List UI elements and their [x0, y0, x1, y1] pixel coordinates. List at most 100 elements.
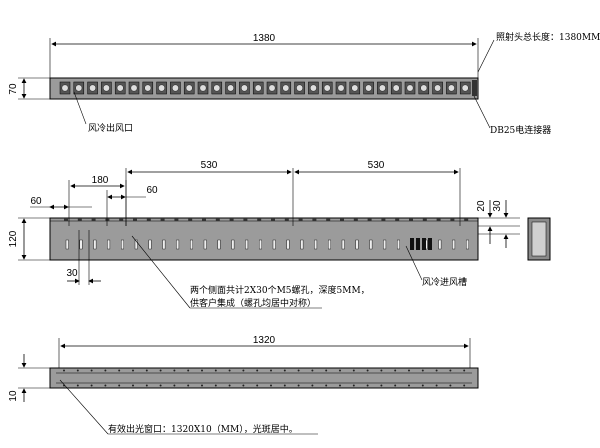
mounting-hole: [380, 369, 383, 372]
mounting-hole: [173, 369, 176, 372]
fan-icon: [434, 84, 441, 92]
screw-hole: [257, 218, 262, 221]
inlet-slot: [383, 239, 387, 250]
inlet-slot: [245, 239, 249, 250]
fan-icon: [158, 84, 166, 92]
mounting-hole: [421, 384, 424, 387]
screw-hole: [381, 218, 386, 221]
mounting-hole: [297, 369, 300, 372]
mounting-hole: [408, 369, 410, 372]
screw-hole: [146, 218, 151, 221]
inlet-slot: [452, 239, 456, 250]
label-window: 有效出光窗口：1320X10（MM），光斑居中。: [108, 423, 298, 435]
mounting-hole: [463, 369, 466, 372]
label-outlet: 风冷出风口: [88, 122, 133, 134]
mounting-hole: [173, 384, 176, 387]
dim-180: 180: [92, 175, 109, 186]
mounting-hole: [394, 384, 397, 387]
fan-icon: [392, 84, 400, 92]
mounting-hole: [228, 369, 231, 372]
mounting-hole: [283, 369, 286, 372]
fan-icon: [378, 84, 386, 92]
mounting-hole: [132, 384, 134, 387]
fan-icon: [240, 84, 248, 92]
mounting-hole: [76, 369, 79, 372]
mounting-hole: [297, 384, 300, 387]
dim-window-length: 1320: [253, 335, 276, 346]
mounting-hole: [104, 384, 107, 387]
screw-hole: [326, 218, 331, 221]
mounting-hole: [242, 384, 245, 387]
mounting-hole: [311, 369, 314, 372]
leader-line: [73, 91, 87, 125]
mounting-hole: [394, 369, 397, 372]
mounting-hole: [435, 384, 438, 387]
mounting-hole: [449, 384, 452, 387]
screw-hole: [464, 218, 469, 221]
mounting-hole: [145, 369, 148, 372]
screw-hole: [367, 218, 372, 221]
screw-hole: [243, 218, 248, 221]
fan-icon: [130, 84, 138, 92]
inlet-slot: [272, 239, 276, 250]
mounting-hole: [311, 384, 314, 387]
inlet-slot: [355, 239, 359, 250]
fan-icon: [420, 84, 428, 92]
inlet-slot: [369, 239, 373, 250]
mounting-hole: [90, 384, 93, 387]
fan-icon: [75, 84, 83, 92]
mounting-hole: [352, 384, 355, 387]
leader-line: [473, 95, 491, 129]
top-view: 1380 70 风冷出风口 照射头总长度：1380MM DB25电连接器: [8, 31, 600, 136]
fan-icon: [254, 84, 262, 92]
fan-icon: [323, 84, 331, 92]
fan-icon: [103, 84, 110, 92]
screw-hole: [160, 218, 165, 221]
fan-icon: [227, 84, 235, 92]
inlet-slot: [397, 239, 400, 250]
mounting-hole: [339, 369, 341, 372]
inlet-slot: [217, 239, 221, 250]
fan-icon: [282, 84, 290, 92]
fan-icon: [351, 84, 359, 92]
inlet-slot: [300, 239, 304, 250]
mounting-hole: [118, 369, 121, 372]
inlet-slot: [162, 239, 166, 250]
inlet-slot: [93, 239, 97, 250]
fan-icon: [337, 84, 345, 92]
dim-30: 30: [66, 268, 78, 279]
fan-icon: [309, 84, 317, 92]
fan-icon: [61, 84, 69, 92]
dim-20: 20: [476, 200, 487, 212]
inlet-slot: [466, 239, 469, 250]
mounting-hole: [242, 369, 245, 372]
mounting-hole: [366, 384, 369, 387]
inlet-slot: [328, 239, 331, 250]
dim-total-length: 1380: [253, 33, 276, 44]
mounting-hole: [76, 384, 79, 387]
screw-hole: [215, 218, 220, 221]
mounting-hole: [159, 384, 162, 387]
leader-line: [131, 235, 191, 309]
fan-icon: [365, 84, 372, 92]
fan-icon: [171, 84, 179, 92]
dim-top-height: 70: [8, 83, 19, 95]
leader-line: [405, 245, 423, 281]
end-view-face: [531, 221, 547, 257]
inlet-slot: [231, 239, 235, 250]
label-holes-line2: 供客户集成（螺孔均居中对称）: [190, 297, 316, 309]
inlet-slot: [286, 239, 290, 250]
inlet-slot: [203, 239, 207, 250]
screw-hole: [188, 218, 193, 221]
mounting-hole: [201, 369, 203, 372]
mounting-hole: [380, 384, 383, 387]
mounting-hole: [187, 384, 190, 387]
mounting-hole: [63, 369, 65, 372]
mounting-hole: [325, 369, 328, 372]
screw-hole: [119, 218, 124, 221]
fan-icon: [268, 84, 276, 92]
screw-hole: [298, 218, 303, 221]
fan-icon: [296, 84, 303, 92]
fan-icon: [461, 84, 469, 92]
